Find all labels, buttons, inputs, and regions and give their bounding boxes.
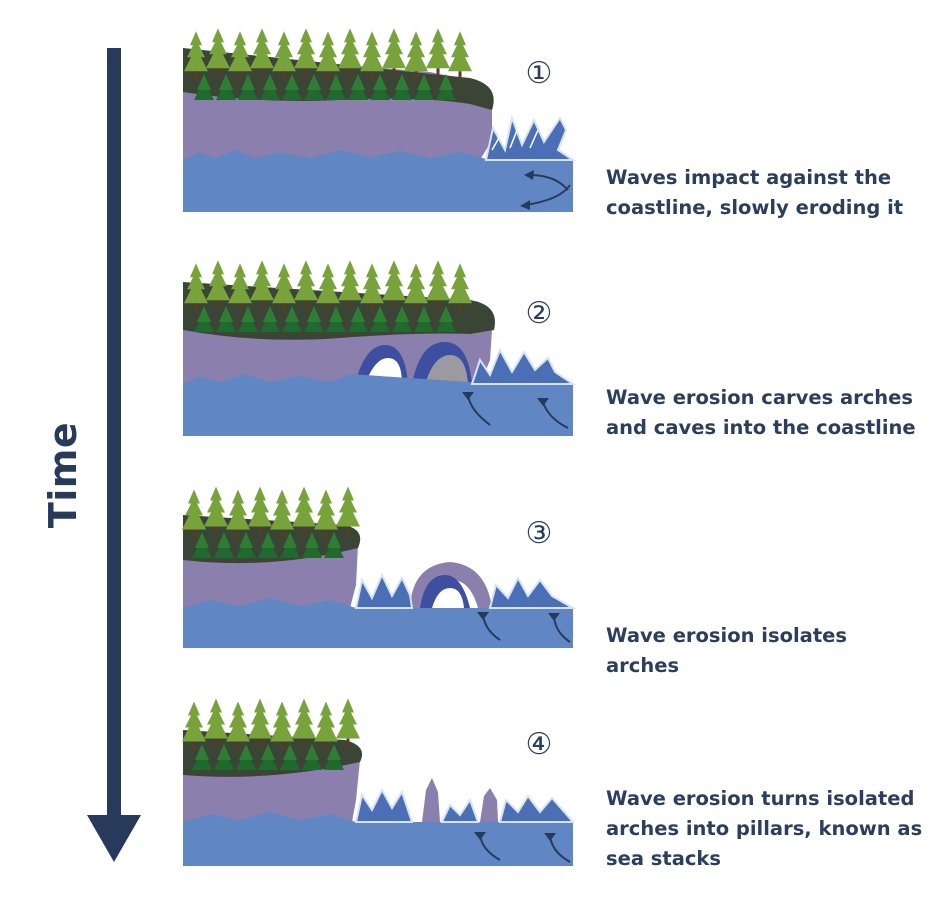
caption-line: arches into pillars, known as: [606, 817, 923, 840]
tree-icon: [426, 28, 450, 77]
time-arrow: [87, 48, 141, 862]
caption-line: Wave erosion isolates arches: [606, 624, 847, 677]
stage-2-number: ②: [525, 296, 553, 331]
stage-2-illustration: [183, 260, 577, 436]
stage-3-illustration: [182, 486, 577, 648]
tree-icon: [448, 31, 472, 80]
caption-line: Waves impact against the: [606, 166, 892, 189]
tree-icon: [336, 698, 360, 747]
stage-4-caption: Wave erosion turns isolated arches into …: [606, 784, 926, 874]
stage-3-number: ③: [525, 516, 553, 551]
time-axis-label: Time: [41, 421, 85, 529]
stage-4-illustration: [182, 698, 576, 866]
caption-line: sea stacks: [606, 847, 722, 870]
stage-2-caption: Wave erosion carves arches and caves int…: [606, 383, 926, 443]
caption-line: coastline, slowly eroding it: [606, 196, 904, 219]
caption-line: Wave erosion carves arches: [606, 386, 914, 409]
stage-1-illustration: [183, 28, 577, 212]
stage-1-caption: Waves impact against the coastline, slow…: [606, 163, 926, 223]
stage-4-number: ④: [525, 727, 553, 762]
caption-line: Wave erosion turns isolated: [606, 787, 915, 810]
caption-line: and caves into the coastline: [606, 416, 916, 439]
stage-3-caption: Wave erosion isolates arches: [606, 621, 926, 681]
stage-1-number: ①: [525, 56, 553, 91]
